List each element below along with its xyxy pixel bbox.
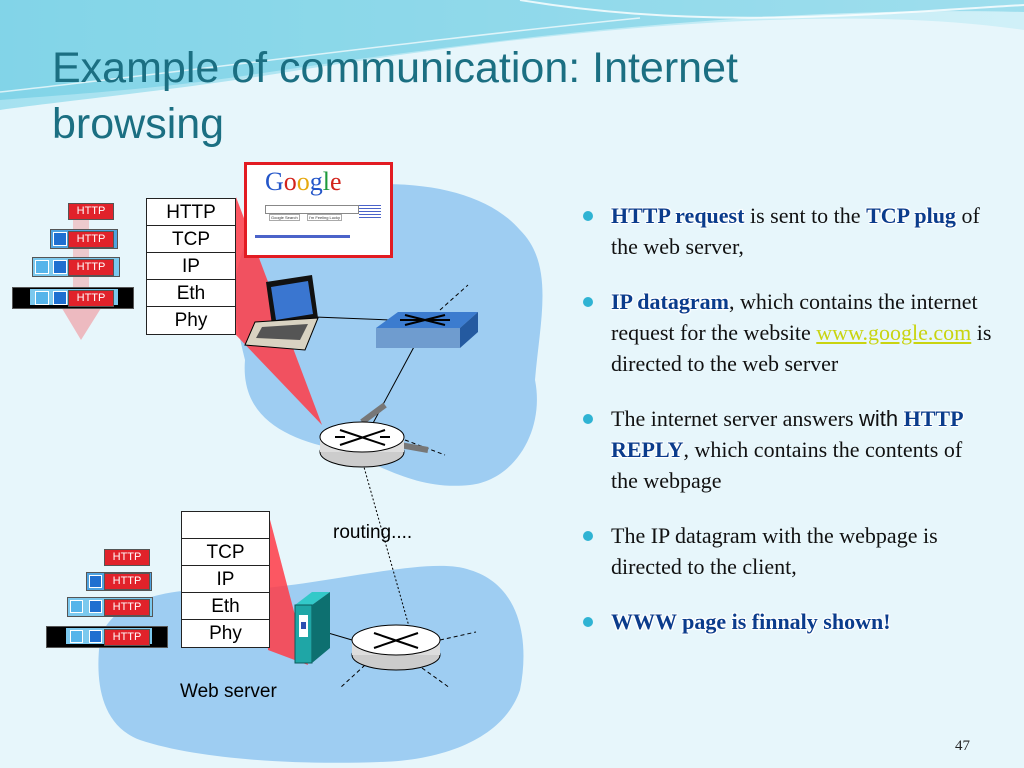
header-block	[53, 260, 67, 274]
page-number: 47	[955, 738, 970, 755]
header-block	[70, 630, 83, 643]
network-diagram	[0, 0, 580, 768]
bullet-dot-icon	[583, 414, 593, 424]
http-tag: HTTP	[104, 599, 150, 616]
highlight-term: HTTP request	[611, 203, 744, 228]
bullet-dot-icon	[583, 617, 593, 627]
google-search-box	[265, 205, 359, 214]
server-protocol-stack: TCP IP Eth Phy	[181, 511, 270, 648]
google-links	[255, 235, 350, 238]
bullet-text: The IP datagram with the webpage is dire…	[611, 523, 938, 579]
layer-http: HTTP	[147, 199, 235, 226]
google-page-screenshot: Google Google Search I'm Feeling Lucky	[244, 162, 393, 258]
header-block	[89, 575, 102, 588]
header-block	[89, 630, 102, 643]
bullet-item: HTTP request is sent to the TCP plug of …	[583, 200, 993, 262]
http-tag: HTTP	[68, 203, 114, 220]
header-block	[53, 291, 67, 305]
bullet-text: with	[859, 406, 898, 431]
header-block	[89, 600, 102, 613]
http-tag: HTTP	[68, 231, 114, 248]
bullet-dot-icon	[583, 211, 593, 221]
bullet-dot-icon	[583, 297, 593, 307]
http-tag: HTTP	[68, 259, 114, 276]
http-tag: HTTP	[104, 549, 150, 566]
bullet-dot-icon	[583, 531, 593, 541]
layer-tcp: TCP	[147, 226, 235, 253]
highlight-term: TCP plug	[866, 203, 956, 228]
layer-ip: IP	[147, 253, 235, 280]
header-block	[35, 291, 49, 305]
highlight-term: WWW page is finnaly shown!	[611, 609, 891, 634]
website-link[interactable]: www.google.com	[816, 320, 971, 345]
layer-eth: Eth	[147, 280, 235, 307]
header-block	[70, 600, 83, 613]
bullet-list: HTTP request is sent to the TCP plug of …	[583, 200, 993, 661]
header-block	[53, 232, 67, 246]
http-tag: HTTP	[68, 290, 114, 307]
google-lucky-button: I'm Feeling Lucky	[307, 214, 342, 221]
switch-icon	[376, 312, 478, 348]
layer-eth: Eth	[182, 593, 269, 620]
layer-empty	[182, 512, 269, 539]
google-sidelinks	[359, 205, 381, 219]
client-protocol-stack: HTTP TCP IP Eth Phy	[146, 198, 236, 335]
http-tag: HTTP	[104, 573, 150, 590]
bullet-item: The IP datagram with the webpage is dire…	[583, 520, 993, 582]
bullet-text: is sent to the	[744, 203, 866, 228]
web-server-label: Web server	[180, 681, 277, 703]
bullet-item: IP datagram, which contains the internet…	[583, 286, 993, 379]
bullet-item: WWW page is finnaly shown!	[583, 606, 993, 637]
google-logo: Google	[265, 167, 342, 197]
google-search-button: Google Search	[269, 214, 300, 221]
layer-ip: IP	[182, 566, 269, 593]
routing-label: routing....	[333, 522, 412, 544]
http-tag: HTTP	[104, 629, 150, 646]
layer-tcp: TCP	[182, 539, 269, 566]
router-icon-bottom	[352, 625, 440, 670]
layer-phy: Phy	[182, 620, 269, 647]
server-icon	[295, 592, 330, 663]
layer-phy: Phy	[147, 307, 235, 334]
highlight-term: IP datagram	[611, 289, 729, 314]
bullet-text: The internet server answers	[611, 406, 859, 431]
bullet-item: The internet server answers with HTTP RE…	[583, 403, 993, 496]
header-block	[35, 260, 49, 274]
